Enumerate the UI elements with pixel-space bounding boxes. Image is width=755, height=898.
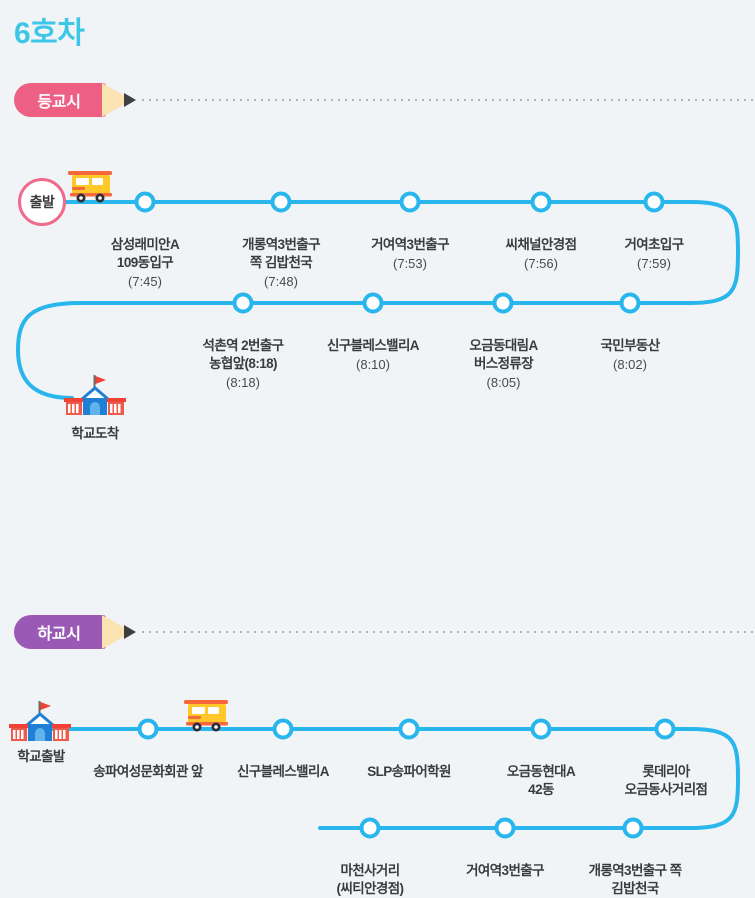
stop-marker[interactable] [398, 718, 420, 740]
stop-label: 거여역3번출구 (7:53) [345, 218, 475, 291]
stop-name: 개롱역3번출구 쪽 김밥천국 [242, 237, 320, 270]
stop-name: 석촌역 2번출구 농협앞(8:18) [202, 338, 285, 371]
stop-name: SLP송파어학원 [367, 764, 451, 779]
stop-marker[interactable] [359, 817, 381, 839]
stop-name: 거여역3번출구 [466, 863, 544, 878]
stop-label: 롯데리아 오금동사거리점 [600, 745, 732, 799]
section-badge-body-morning: 등교시 [14, 83, 106, 117]
page-title: 6호차 [14, 17, 85, 50]
stop-label: 신구블레스밸리A (8:10) [308, 319, 438, 392]
stop-time: (8:02) [613, 357, 647, 372]
stop-marker[interactable] [492, 292, 514, 314]
stop-time: (8:18) [226, 375, 260, 390]
stop-marker[interactable] [137, 718, 159, 740]
stop-marker[interactable] [134, 191, 156, 213]
stop-name: 거여역3번출구 [371, 237, 449, 252]
stop-name: 삼성래미안A 109동입구 [110, 237, 180, 270]
stop-marker[interactable] [654, 718, 676, 740]
start-badge-label: 출발 [29, 194, 55, 210]
stop-label: 마천사거리 (씨티안경점) [306, 844, 434, 898]
endpoint-label-morning: 학교도착 [71, 426, 119, 441]
stop-marker[interactable] [399, 191, 421, 213]
pencil-lead-icon [124, 625, 136, 639]
stop-marker[interactable] [530, 191, 552, 213]
stop-name: 송파여성문화회관 앞 [93, 764, 203, 779]
stop-name: 마천사거리 (씨티안경점) [336, 863, 405, 896]
stop-label: 송파여성문화회관 앞 [83, 745, 213, 781]
morning-route-line [15, 191, 741, 400]
school-bus-icon [64, 167, 120, 212]
stop-marker[interactable] [622, 817, 644, 839]
stop-name: 거여초입구 [624, 237, 684, 252]
stop-label: 거여역3번출구 [440, 844, 570, 880]
pencil-lead-icon [124, 93, 136, 107]
section-badge-label-afternoon: 하교시 [37, 626, 81, 643]
stop-time: (7:45) [128, 274, 162, 289]
stop-time: (8:05) [486, 375, 521, 390]
stop-marker[interactable] [232, 292, 254, 314]
school-bus-icon [180, 696, 236, 741]
stop-label: 개롱역3번출구 쪽 김밥천국 [565, 844, 705, 898]
stop-name: 개롱역3번출구 쪽 김밥천국 [588, 863, 682, 896]
stop-label: 거여초입구 (7:59) [594, 218, 714, 291]
stop-label: SLP송파어학원 [344, 745, 474, 781]
stop-label: 삼성래미안A 109동입구 (7:45) [85, 218, 205, 309]
section-divider-dots-afternoon [142, 631, 754, 633]
stop-marker[interactable] [362, 292, 384, 314]
school-building-icon [5, 698, 75, 753]
stop-marker[interactable] [619, 292, 641, 314]
stop-marker[interactable] [530, 718, 552, 740]
stop-name: 국민부동산 [600, 338, 660, 353]
stop-time: (7:59) [637, 256, 671, 271]
school-building-icon [60, 372, 130, 427]
endpoint-label-afternoon: 학교출발 [17, 749, 65, 764]
stop-name: 롯데리아 오금동사거리점 [624, 764, 708, 797]
section-badge-label-morning: 등교시 [37, 94, 81, 111]
stop-name: 신구블레스밸리A [327, 338, 419, 353]
stop-label: 국민부동산 (8:02) [570, 319, 690, 392]
stop-time: (7:53) [393, 256, 427, 271]
stop-label: 석촌역 2번출구 농협앞(8:18) (8:18) [178, 319, 308, 410]
stop-marker[interactable] [272, 718, 294, 740]
stop-time: (7:56) [524, 256, 558, 271]
stop-marker[interactable] [270, 191, 292, 213]
stop-label: 씨채널안경점 (7:56) [481, 218, 601, 291]
stop-name: 오금동현대A 42동 [506, 764, 576, 797]
stop-marker[interactable] [643, 191, 665, 213]
stop-label: 오금동현대A 42동 [481, 745, 601, 799]
stop-time: (8:10) [356, 357, 390, 372]
stop-name: 신구블레스밸리A [237, 764, 329, 779]
stop-time: (7:48) [264, 274, 298, 289]
stop-marker[interactable] [494, 817, 516, 839]
section-divider-dots-morning [142, 99, 754, 101]
stop-label: 개롱역3번출구 쪽 김밥천국 (7:48) [221, 218, 341, 309]
start-badge-morning[interactable]: 출발 [18, 178, 66, 226]
section-badge-body-afternoon: 하교시 [14, 615, 106, 649]
stop-name: 오금동대림A 버스정류장 [469, 338, 538, 371]
stop-label: 오금동대림A 버스정류장 (8:05) [441, 319, 566, 410]
stop-name: 씨채널안경점 [505, 237, 578, 252]
stop-label: 신구블레스밸리A [218, 745, 348, 781]
